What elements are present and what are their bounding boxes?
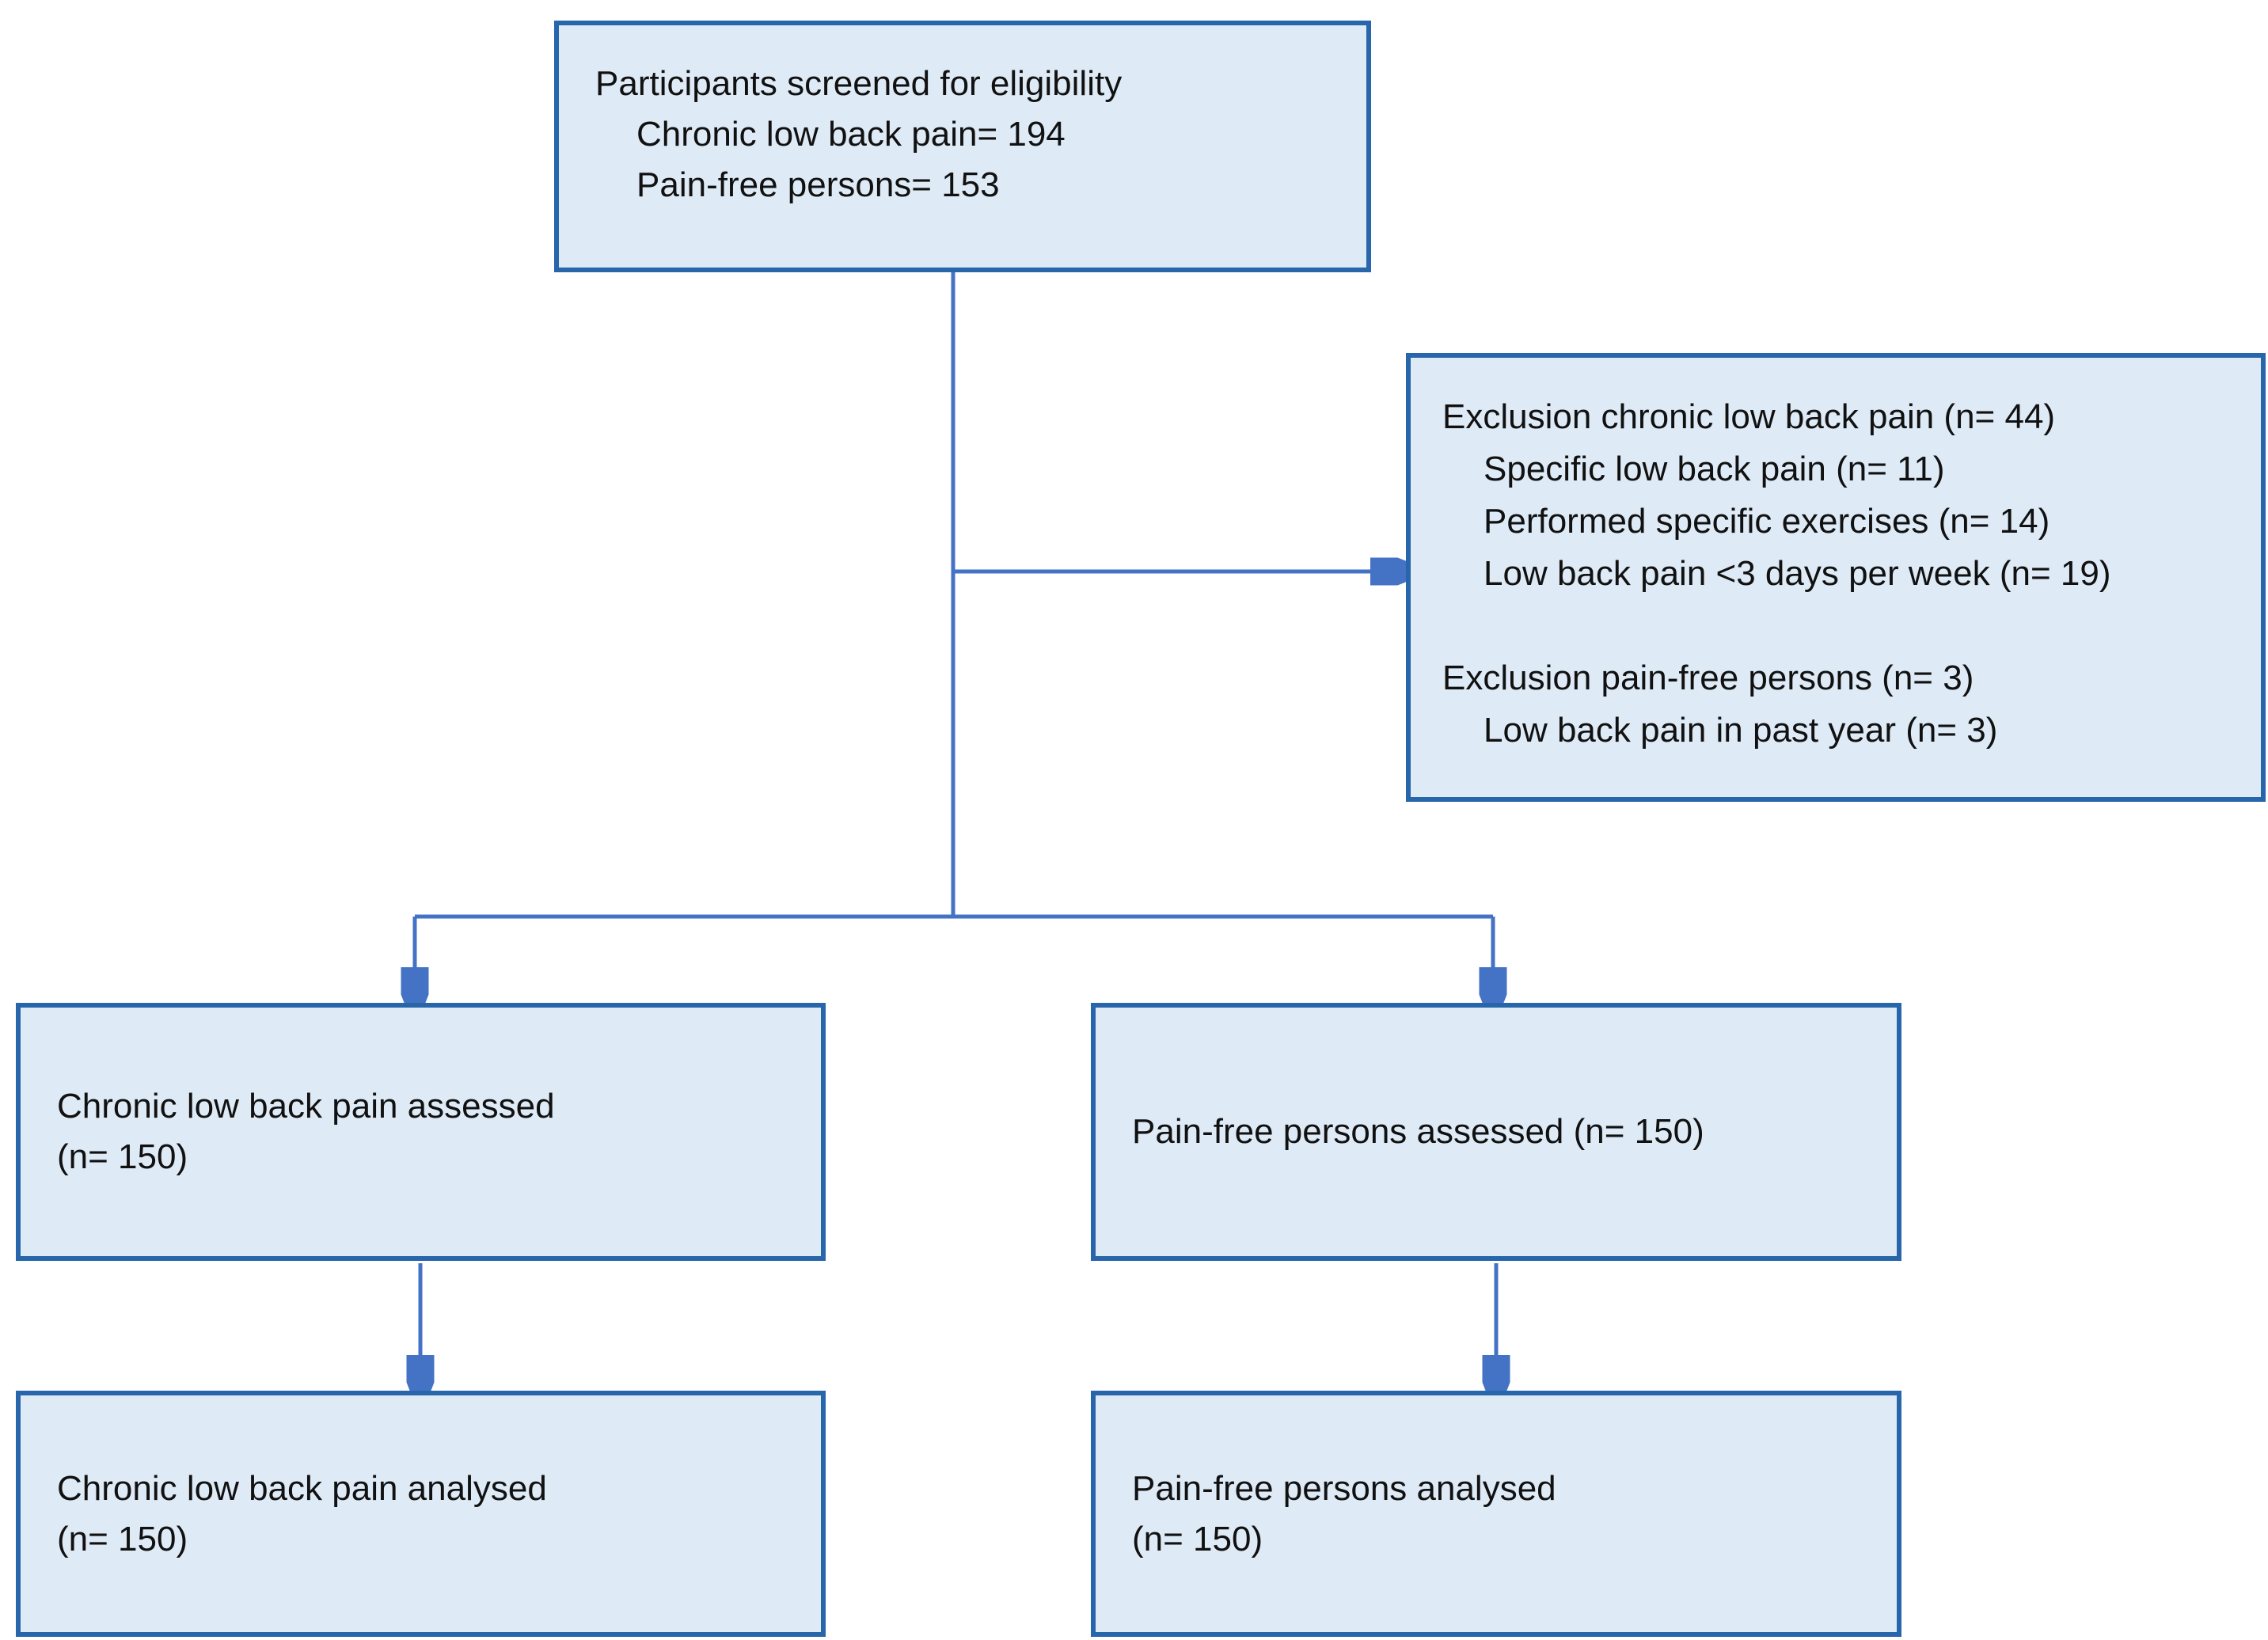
analysed-painfree-box: Pain-free persons analysed (n= 150) [1091,1391,1901,1637]
assessed-clbp-count: (n= 150) [57,1137,188,1176]
exclusion-spacer [1442,600,2253,652]
exclusion-clbp-item: Low back pain <3 days per week (n= 19) [1484,554,2111,593]
screening-box: Participants screened for eligibility Ch… [554,21,1371,272]
screening-painfree-count: Pain-free persons= 153 [636,165,1000,204]
exclusion-clbp-title: Exclusion chronic low back pain (n= 44) [1442,397,2056,436]
assessed-clbp-label: Chronic low back pain assessed [57,1087,555,1126]
exclusion-painfree-item: Low back pain in past year (n= 3) [1484,711,1998,750]
analysed-clbp-label: Chronic low back pain analysed [57,1468,547,1508]
exclusion-box: Exclusion chronic low back pain (n= 44) … [1406,353,2266,802]
screening-clbp-count: Chronic low back pain= 194 [636,115,1066,154]
assessed-painfree-label: Pain-free persons assessed (n= 150) [1132,1112,1704,1151]
exclusion-painfree-title: Exclusion pain-free persons (n= 3) [1442,659,1974,697]
analysed-painfree-label: Pain-free persons analysed [1132,1468,1556,1508]
screening-title: Participants screened for eligibility [595,64,1123,103]
analysed-painfree-count: (n= 150) [1132,1519,1263,1558]
assessed-clbp-box: Chronic low back pain assessed (n= 150) [16,1003,826,1261]
exclusion-clbp-item: Specific low back pain (n= 11) [1484,450,1945,488]
assessed-painfree-box: Pain-free persons assessed (n= 150) [1091,1003,1901,1261]
analysed-clbp-count: (n= 150) [57,1519,188,1558]
analysed-clbp-box: Chronic low back pain analysed (n= 150) [16,1391,826,1637]
exclusion-clbp-item: Performed specific exercises (n= 14) [1484,502,2050,541]
